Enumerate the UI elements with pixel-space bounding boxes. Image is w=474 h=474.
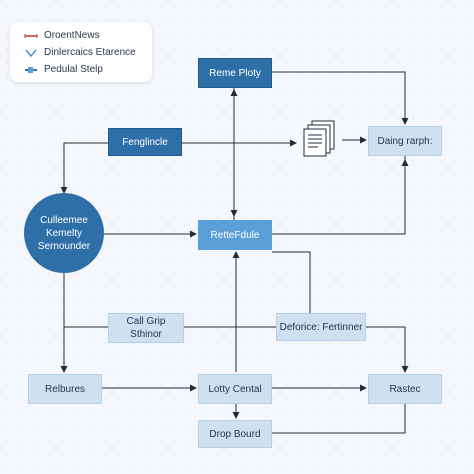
node-label-line: Sernounder [37, 240, 91, 252]
node-drop-bourd[interactable]: Drop Bourd [198, 420, 272, 448]
red-line-icon [24, 31, 38, 41]
connector [272, 251, 311, 313]
connector [60, 142, 108, 194]
legend-item: OroentNews [24, 30, 100, 41]
node-label: Reme Ploty [209, 67, 261, 79]
node-label: Lotty Cental [208, 383, 262, 395]
node-reme-ploty[interactable]: Reme Ploty [198, 58, 272, 88]
node-daing-rarph[interactable]: Daing rarph: [368, 126, 442, 156]
node-label-line: Sthinor [130, 329, 162, 340]
node-label: Drop Bourd [209, 428, 261, 440]
node-deforice[interactable]: Deforice: Fertinner [276, 313, 366, 341]
node-lotty-cental[interactable]: Lotty Cental [198, 374, 272, 404]
node-label: Daing rarph: [377, 135, 433, 147]
node-label: Relbures [44, 383, 86, 395]
document-stack-icon [300, 118, 342, 158]
legend-label: OroentNews [44, 30, 100, 41]
node-label: RetteFdule [210, 229, 260, 241]
node-fenglincle[interactable]: Fenglincle [108, 128, 182, 156]
legend-item: Pedulal Stelp [24, 64, 103, 75]
check-chevron-icon [24, 48, 38, 58]
node-relbures[interactable]: Relbures [28, 374, 102, 404]
legend-label: Pedulal Stelp [44, 64, 103, 75]
node-label-line: Kemelty [45, 227, 83, 239]
node-call-grip[interactable]: Call Grip Sthinor [108, 313, 184, 343]
connector [272, 404, 406, 434]
legend: OroentNews Dinlercaics Etarence Pedulal … [10, 22, 152, 82]
node-label-line: Culleemee [40, 214, 88, 226]
connector [366, 326, 409, 373]
legend-item: Dinlercaics Etarence [24, 47, 136, 58]
connector [272, 71, 409, 125]
node-label: Fenglincle [122, 136, 168, 148]
arrow-line-icon [24, 65, 38, 75]
node-rettefdule[interactable]: RetteFdule [198, 220, 272, 250]
node-label: Rastec [389, 383, 421, 395]
legend-label: Dinlercaics Etarence [44, 47, 136, 58]
node-label-line: Call Grip [126, 316, 166, 327]
connector [272, 156, 406, 235]
node-rastec[interactable]: Rastec [368, 374, 442, 404]
node-label: Deforice: Fertinner [279, 321, 363, 333]
node-culleemee[interactable]: Culleemee Kemelty Sernounder [24, 193, 104, 273]
